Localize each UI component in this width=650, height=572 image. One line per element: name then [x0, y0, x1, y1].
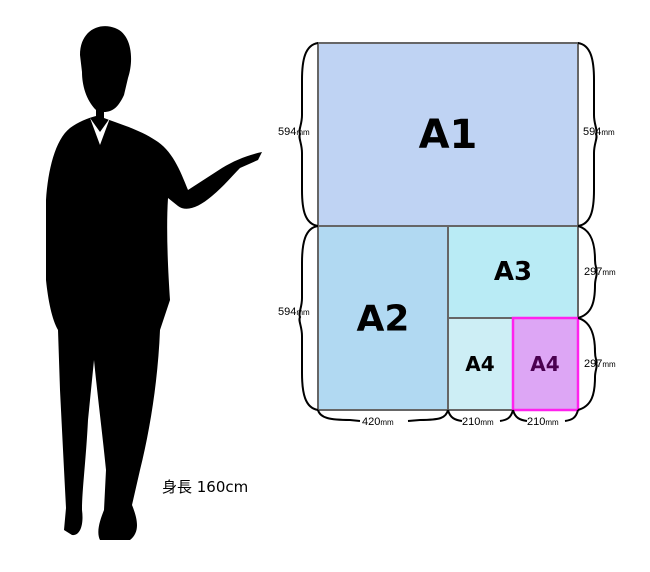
- sheet-a4-label: A4: [465, 352, 494, 376]
- dim-a1-right: 594mm: [583, 126, 615, 138]
- dim-a4h-bottom: 210mm: [527, 416, 559, 428]
- dim-a2-left: 594mm: [278, 306, 310, 318]
- dimension-braces: [298, 42, 598, 422]
- dim-a4-right: 297mm: [584, 358, 616, 370]
- sheet-a2: [317, 225, 449, 411]
- height-label: 身長 160cm: [162, 478, 248, 496]
- sheet-a4-highlight: [511, 316, 580, 412]
- dim-a3-right: 297mm: [584, 266, 616, 278]
- dim-a1-left: 594mm: [278, 126, 310, 138]
- sheet-a1-label: A1: [419, 112, 478, 158]
- dim-a4-bottom: 210mm: [462, 416, 494, 428]
- sheet-a1: [317, 42, 579, 227]
- person-silhouette: [46, 26, 262, 540]
- sheet-a3-label: A3: [494, 257, 532, 287]
- sheet-a3: [447, 225, 579, 319]
- sheet-a4-highlight-label: A4: [530, 352, 559, 376]
- sheet-a2-label: A2: [357, 299, 410, 340]
- dim-a2-bottom: 420mm: [362, 416, 394, 428]
